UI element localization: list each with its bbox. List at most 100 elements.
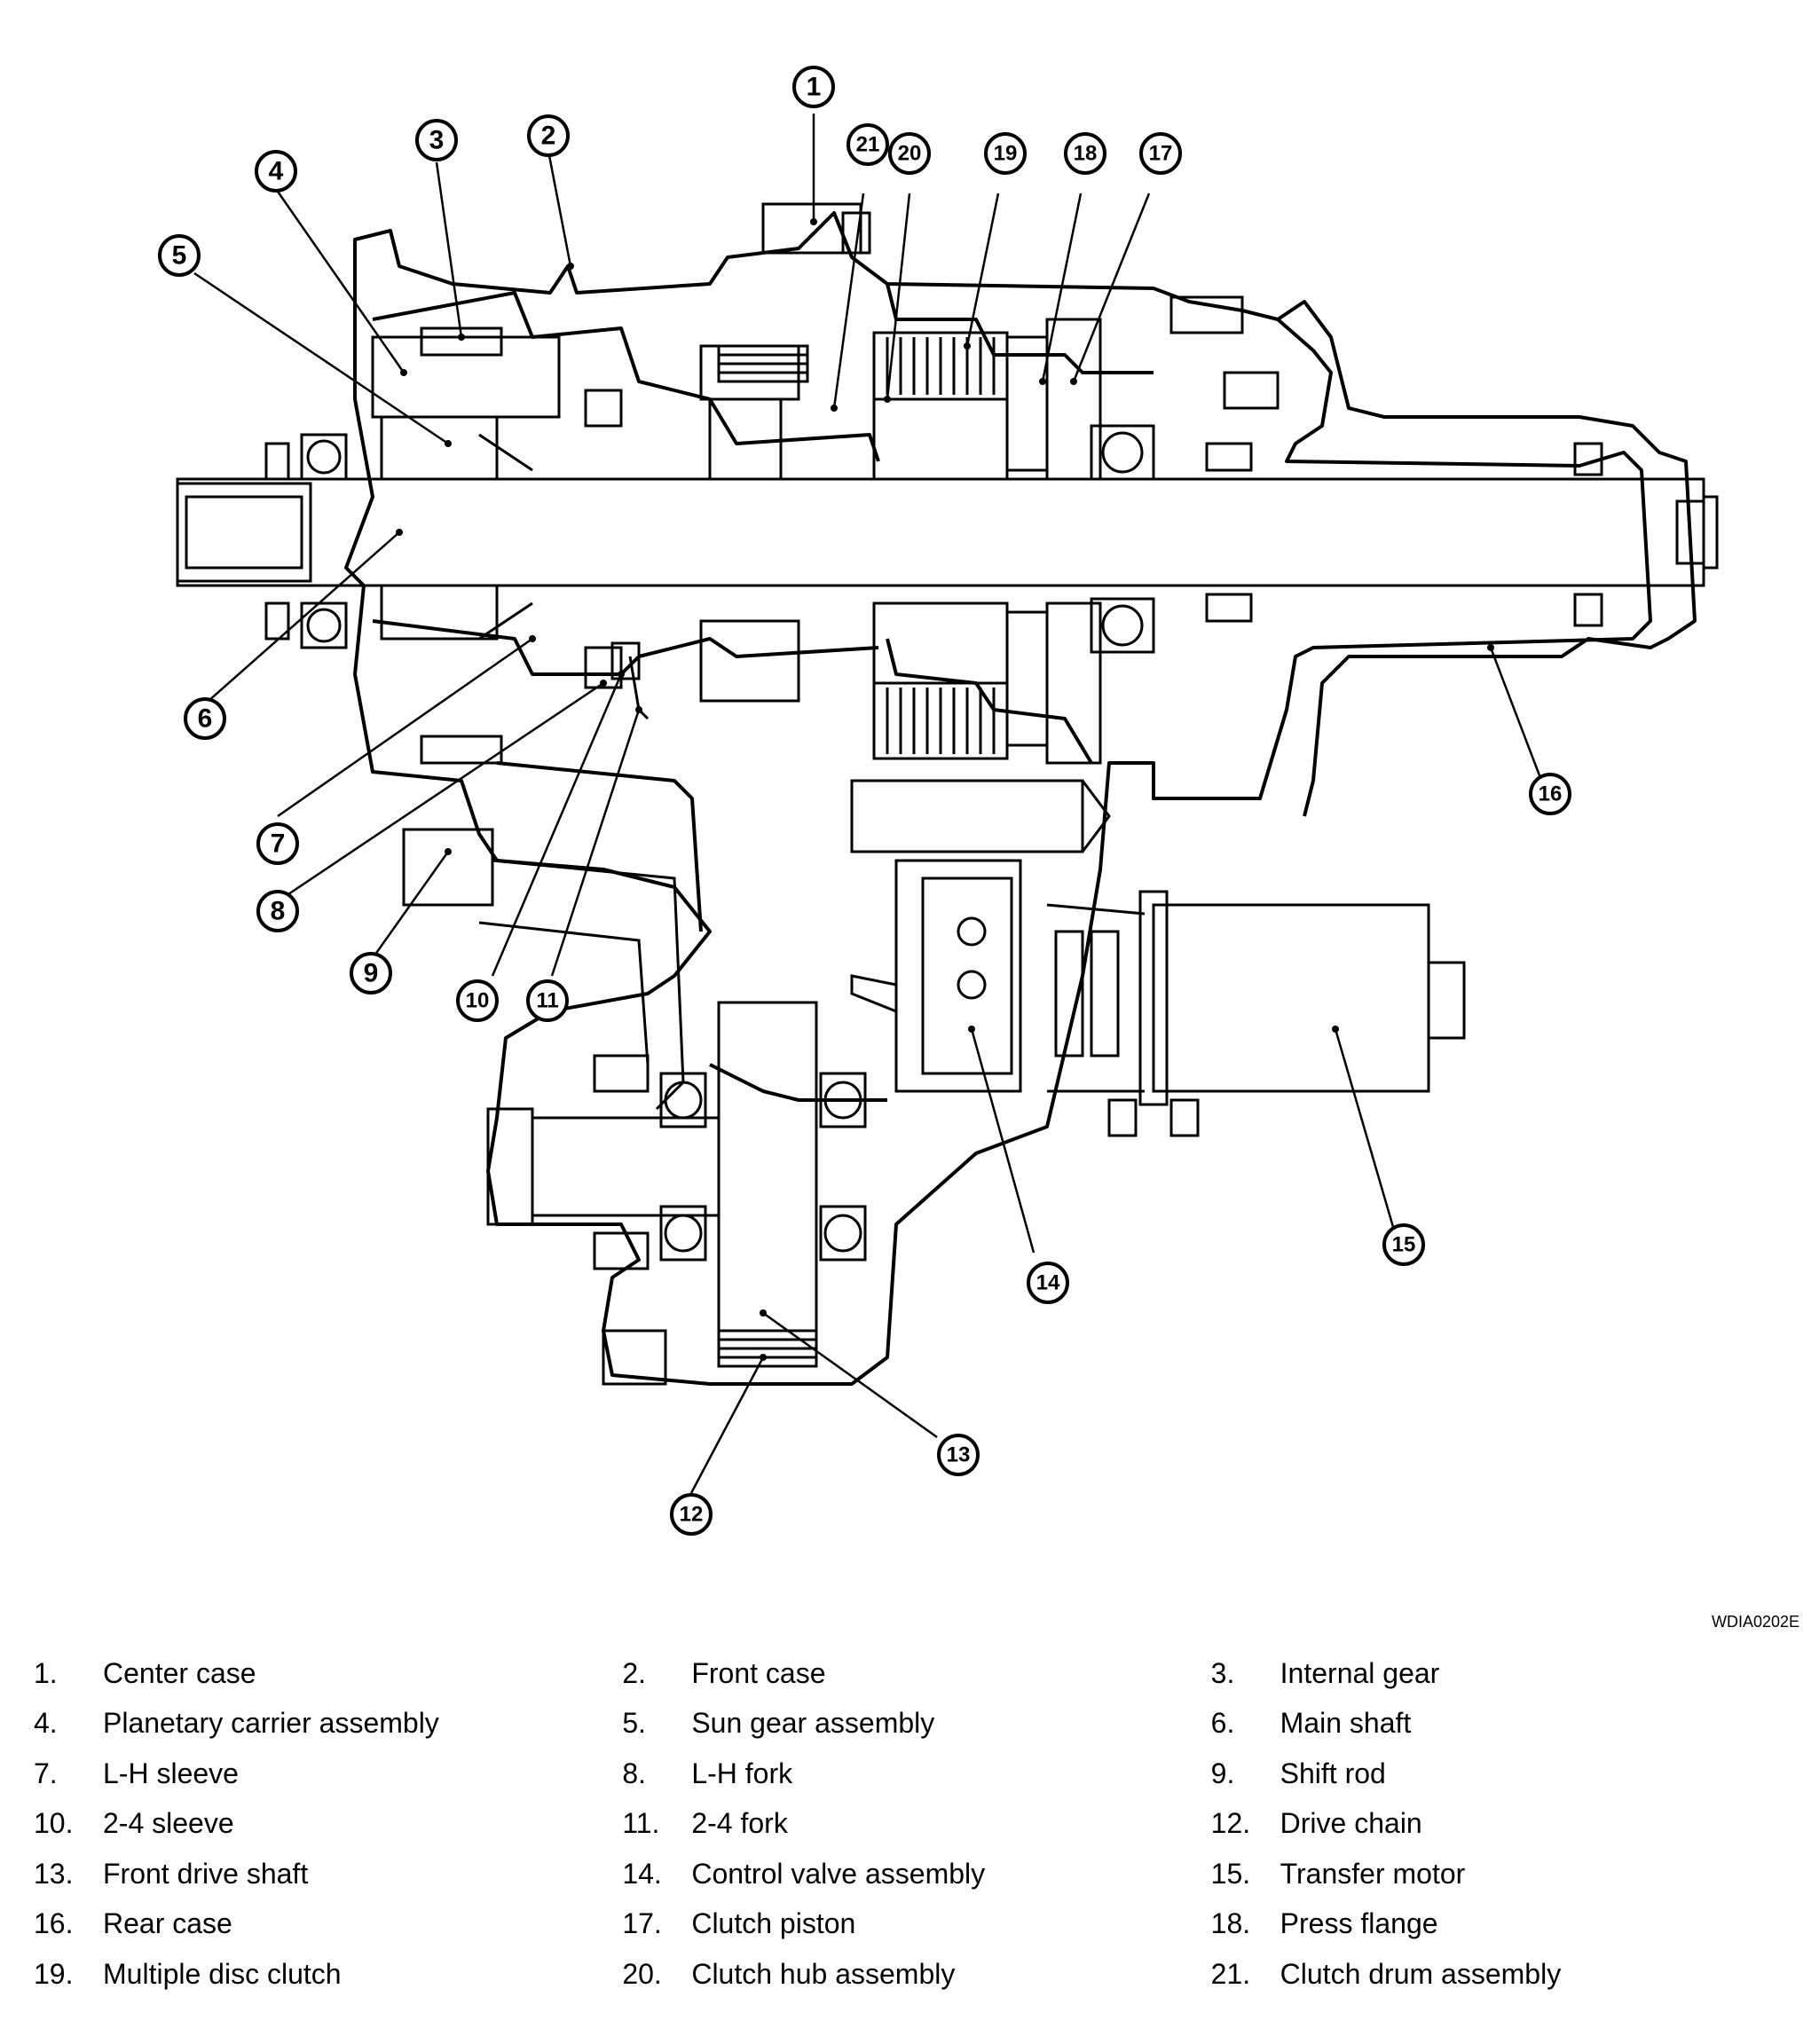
parts-legend: 1. Center case 2. Front case 3. Internal ge… xyxy=(34,1648,1799,2000)
legend-item: 4. Planetary carrier assembly xyxy=(34,1707,622,1740)
legend-row: 19. Multiple disc clutch 20. Clutch hub as… xyxy=(34,1949,1799,2000)
legend-number: 13. xyxy=(34,1857,74,1890)
rear-case-outline xyxy=(1276,300,1697,817)
legend-label: Planetary carrier assembly xyxy=(103,1707,439,1740)
callout-16: 16 xyxy=(1539,782,1563,806)
control-valve-shape xyxy=(894,859,1022,1093)
legend-number: 12. xyxy=(1210,1807,1251,1840)
legend-label: Clutch drum assembly xyxy=(1280,1957,1562,1990)
legend-number: 6. xyxy=(1210,1707,1235,1740)
legend-item: 8. L-H fork xyxy=(622,1757,1210,1790)
legend-row: 13. Front drive shaft 14. Control valve as… xyxy=(34,1849,1799,1899)
legend-label: Center case xyxy=(103,1656,256,1689)
legend-item: 13. Front drive shaft xyxy=(34,1858,622,1891)
callout-4: 4 xyxy=(269,157,284,186)
legend-item: 11. 2-4 fork xyxy=(622,1807,1210,1840)
callout-21: 21 xyxy=(856,133,880,157)
legend-item: 16. Rear case xyxy=(34,1907,622,1940)
callout-9: 9 xyxy=(364,959,379,988)
front-case-outline xyxy=(344,211,1652,1386)
callout-12: 12 xyxy=(680,1503,704,1527)
legend-item: 15. Transfer motor xyxy=(1211,1858,1799,1891)
callout-18: 18 xyxy=(1074,142,1098,166)
legend-row: 7. L-H sleeve 8. L-H fork 9. Shift rod xyxy=(34,1749,1799,1799)
legend-label: Multiple disc clutch xyxy=(103,1957,342,1990)
legend-label: Front case xyxy=(691,1656,826,1689)
legend-item: 3. Internal gear xyxy=(1211,1657,1799,1690)
legend-label: L-H sleeve xyxy=(103,1757,239,1789)
legend-item: 21. Clutch drum assembly xyxy=(1211,1958,1799,1991)
legend-label: Drive chain xyxy=(1280,1807,1422,1840)
front-drive-shaft-shape xyxy=(717,1001,818,1359)
legend-row: 4. Planetary carrier assembly 5. Sun gear … xyxy=(34,1699,1799,1749)
callout-8: 8 xyxy=(271,897,286,926)
callout-13: 13 xyxy=(947,1443,971,1467)
legend-item: 20. Clutch hub assembly xyxy=(622,1958,1210,1991)
legend-label: Shift rod xyxy=(1280,1757,1386,1789)
legend-row: 16. Rear case 17. Clutch piston 18. Press f… xyxy=(34,1899,1799,1950)
shift-rod-shape xyxy=(402,828,494,907)
legend-number: 17. xyxy=(622,1907,662,1940)
callout-14: 14 xyxy=(1036,1271,1060,1295)
legend-item: 10. 2-4 sleeve xyxy=(34,1807,622,1840)
callout-19: 19 xyxy=(994,142,1018,166)
legend-number: 5. xyxy=(622,1707,647,1740)
callout-20: 20 xyxy=(898,142,922,166)
legend-item: 17. Clutch piston xyxy=(622,1907,1210,1940)
legend-number: 1. xyxy=(34,1656,58,1689)
legend-number: 16. xyxy=(34,1907,74,1940)
legend-number: 2. xyxy=(622,1656,647,1689)
legend-number: 10. xyxy=(34,1807,74,1840)
callout-11: 11 xyxy=(536,989,558,1013)
legend-item: 12. Drive chain xyxy=(1211,1807,1799,1840)
legend-item: 6. Main shaft xyxy=(1211,1707,1799,1740)
legend-label: Clutch hub assembly xyxy=(691,1957,956,1990)
transfer-cross-section-diagram: 1 2 3 4 5 6 7 8 9 10 11 12 13 14 15 16 1… xyxy=(158,66,1719,1536)
center-case-bolt xyxy=(761,202,862,255)
legend-label: Front drive shaft xyxy=(103,1857,309,1890)
figure-code: WDIA0202E xyxy=(1711,1613,1799,1631)
legend-number: 14. xyxy=(622,1857,662,1890)
legend-item: 9. Shift rod xyxy=(1211,1757,1799,1790)
legend-item: 19. Multiple disc clutch xyxy=(34,1958,622,1991)
callout-3: 3 xyxy=(429,126,445,155)
legend-number: 11. xyxy=(622,1807,660,1840)
callout-1: 1 xyxy=(807,73,822,102)
callout-5: 5 xyxy=(172,241,187,271)
legend-number: 15. xyxy=(1210,1857,1251,1890)
legend-label: 2-4 sleeve xyxy=(103,1807,234,1840)
legend-item: 7. L-H sleeve xyxy=(34,1757,622,1790)
legend-label: Clutch piston xyxy=(691,1907,856,1940)
legend-label: Internal gear xyxy=(1280,1656,1440,1689)
legend-label: Transfer motor xyxy=(1280,1857,1466,1890)
legend-number: 4. xyxy=(34,1707,58,1740)
legend-label: Control valve assembly xyxy=(691,1857,986,1890)
legend-item: 5. Sun gear assembly xyxy=(622,1707,1210,1740)
legend-item: 2. Front case xyxy=(622,1657,1210,1690)
legend-row: 1. Center case 2. Front case 3. Internal ge… xyxy=(34,1648,1799,1699)
legend-label: L-H fork xyxy=(691,1757,793,1789)
legend-label: Press flange xyxy=(1280,1907,1438,1940)
legend-row: 10. 2-4 sleeve 11. 2-4 fork 12. Drive chain xyxy=(34,1799,1799,1850)
legend-number: 21. xyxy=(1210,1957,1251,1990)
callout-6: 6 xyxy=(198,704,213,734)
main-shaft-shape xyxy=(176,477,1705,587)
callout-10: 10 xyxy=(466,989,490,1013)
legend-number: 19. xyxy=(34,1957,74,1990)
legend-number: 18. xyxy=(1210,1907,1251,1940)
legend-number: 20. xyxy=(622,1957,662,1990)
legend-label: Rear case xyxy=(103,1907,232,1940)
legend-number: 9. xyxy=(1210,1757,1235,1789)
callout-2: 2 xyxy=(541,122,556,151)
legend-label: Main shaft xyxy=(1280,1707,1412,1740)
callout-15: 15 xyxy=(1392,1233,1416,1257)
legend-item: 1. Center case xyxy=(34,1657,622,1690)
callout-7: 7 xyxy=(271,829,286,859)
legend-number: 3. xyxy=(1210,1656,1235,1689)
legend-label: 2-4 fork xyxy=(691,1807,788,1840)
legend-number: 8. xyxy=(622,1757,647,1789)
legend-label: Sun gear assembly xyxy=(691,1707,935,1740)
legend-item: 14. Control valve assembly xyxy=(622,1858,1210,1891)
legend-number: 7. xyxy=(34,1757,58,1789)
transfer-motor-shape xyxy=(1152,903,1430,1093)
